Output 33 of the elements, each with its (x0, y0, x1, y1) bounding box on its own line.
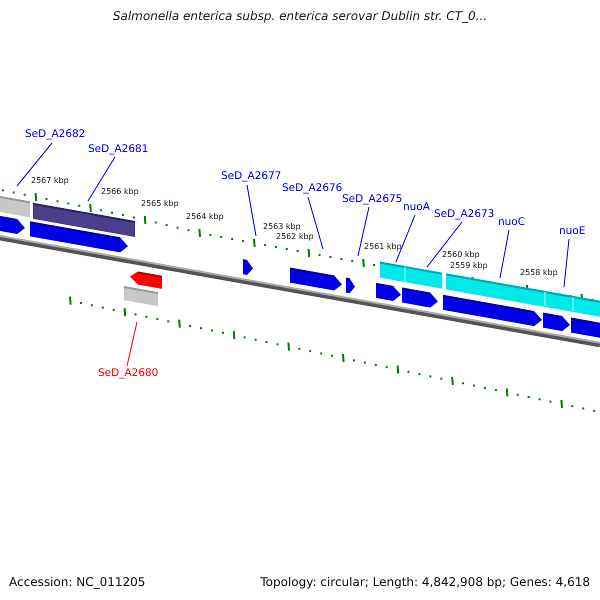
gene-label: nuoE (559, 226, 586, 236)
leader-line (396, 214, 416, 262)
genome-info-text: Topology: circular; Length: 4,842,908 bp; Genes: 4,618 (260, 576, 590, 588)
scale-label: 2563 kbp (263, 223, 301, 231)
gene-label: SeD_A2681 (88, 144, 148, 154)
leader-line (564, 238, 570, 288)
gene-label: SeD_A2682 (25, 129, 86, 140)
leader-line (126, 322, 138, 366)
gene-label: SeD_A2680 (98, 368, 158, 378)
gene-label: SeD_A2676 (282, 183, 342, 194)
scale-label: 2559 kbp (450, 262, 488, 270)
gene-label: nuoA (403, 202, 430, 212)
scale-label: 2558 kbp (520, 269, 558, 277)
leader-line (246, 184, 256, 236)
leader-line (500, 230, 510, 278)
accession-text: Accession: NC_011205 (9, 576, 146, 588)
scale-label: 2567 kbp (31, 177, 69, 185)
leader-line (16, 142, 52, 186)
title: Salmonella enterica subsp. enterica serovar Dublin str. CT_0... (112, 10, 488, 22)
gene-label: SeD_A2673 (434, 209, 494, 220)
gene-label: SeD_A2675 (342, 194, 402, 204)
leader-line (308, 196, 324, 250)
scale-label: 2564 kbp (186, 213, 224, 221)
scale-label: 2562 kbp (276, 233, 314, 241)
scale-label: 2560 kbp (442, 251, 480, 259)
scale-label: 2561 kbp (364, 243, 402, 251)
gene-label: SeD_A2677 (221, 171, 282, 182)
scale-label: 2565 kbp (141, 200, 179, 208)
leader-line (426, 222, 462, 268)
leader-line (88, 156, 116, 202)
gene-label: nuoC (498, 217, 526, 228)
leader-line (358, 206, 370, 256)
scale-label: 2566 kbp (101, 188, 139, 196)
